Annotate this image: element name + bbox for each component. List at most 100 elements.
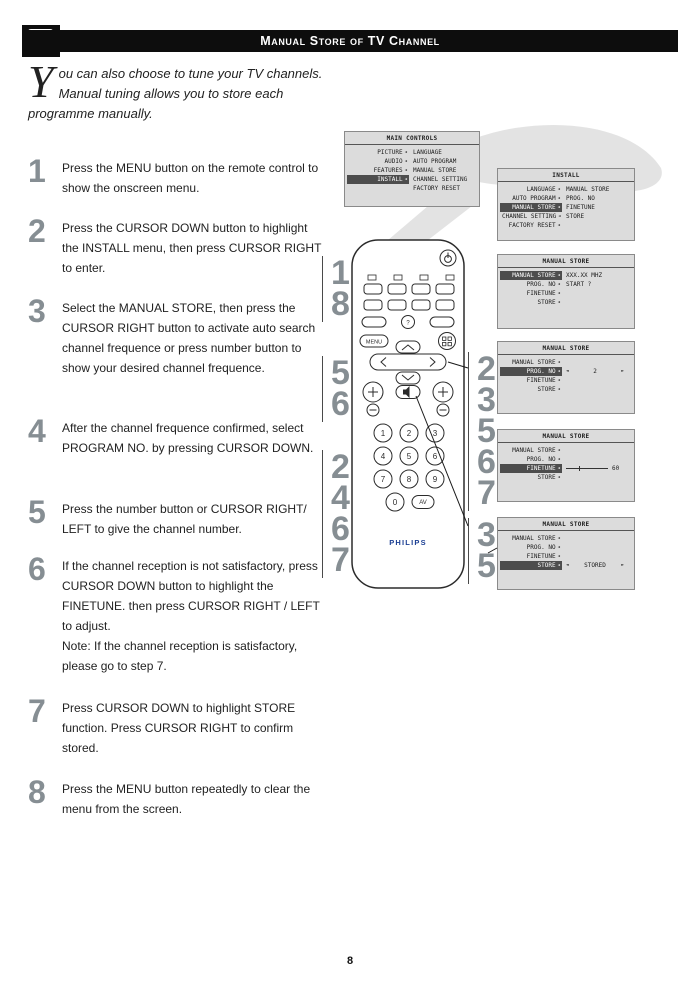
step-text-main: If the channel reception is not satisfac… [62, 559, 320, 633]
cursor-up-button [395, 340, 421, 354]
arrow-left-icon: ◄ [566, 369, 569, 374]
callout-digit: 7 [331, 541, 350, 579]
osd-manual-store-progno: MANUAL STORE MANUAL STORE PROG. NO FINET… [497, 341, 635, 414]
brand-logo: PHILIPS [389, 538, 427, 547]
page-number: 8 [346, 955, 354, 967]
digit-key-2: 2 [407, 429, 412, 438]
step-number: 6 [28, 551, 46, 587]
callout-digit: 1 [331, 254, 350, 292]
step-number: 5 [28, 494, 46, 530]
submenu-item: STORE [566, 213, 585, 220]
menu-item-highlighted: INSTALL [347, 175, 409, 184]
slider-value: 60 [612, 465, 620, 472]
menu-item: PROG. NO [500, 455, 562, 464]
menu-item: CHANNEL SETTING [500, 212, 562, 221]
callout-digit: 6 [477, 443, 496, 481]
osd-left-column: PICTURE AUDIO FEATURES INSTALL [347, 148, 409, 193]
callout-steps-5-6: 5 6 [322, 356, 350, 422]
menu-item: STORE [500, 298, 562, 307]
digit-key-7: 7 [381, 475, 386, 484]
function-keys-row-2 [363, 299, 455, 311]
menu-item: MANUAL STORE [500, 446, 562, 455]
callout-digit: 5 [331, 354, 350, 392]
step-text: Press CURSOR DOWN to highlight STORE fun… [62, 701, 296, 755]
submenu-item: AUTO PROGRAM [413, 158, 457, 165]
menu-item: FINETUNE [500, 376, 562, 385]
menu-item: FEATURES [347, 166, 409, 175]
menu-item: PROG. NO [500, 543, 562, 552]
digit-key-3: 3 [433, 429, 438, 438]
step-number: 3 [28, 293, 46, 329]
osd-left-column: MANUAL STORE PROG. NO FINETUNE STORE [500, 358, 562, 394]
volume-up-button [362, 381, 384, 403]
osd-left-column: MANUAL STORE PROG. NO FINETUNE STORE [500, 534, 562, 570]
menu-item: LANGUAGE [500, 185, 562, 194]
submenu-item: FACTORY RESET [413, 185, 460, 192]
callout-digit: 5 [477, 547, 496, 585]
prog-no-value: ◄ 2 ► [566, 367, 624, 376]
step-number: 7 [28, 693, 46, 729]
menu-item: PROG. NO [500, 280, 562, 289]
multiview-button [438, 332, 456, 350]
dropcap: Y [28, 56, 54, 107]
submenu-item: LANGUAGE [413, 149, 442, 156]
step-number: 1 [28, 153, 46, 189]
cursor-left-icon [380, 357, 387, 367]
menu-item: MANUAL STORE [500, 358, 562, 367]
osd-right-column: 60 [562, 446, 631, 482]
menu-item: STORE [500, 473, 562, 482]
step-text: If the channel reception is not satisfac… [62, 553, 324, 676]
slider-track [566, 466, 608, 471]
cursor-right-icon [429, 357, 436, 367]
menu-item: FACTORY RESET [500, 221, 562, 230]
osd-manual-store-finetune: MANUAL STORE MANUAL STORE PROG. NO FINET… [497, 429, 635, 502]
callout-digit: 5 [477, 412, 496, 450]
smart-keys-row: ? [361, 315, 455, 329]
step-4: 4 After the channel frequence confirmed,… [28, 414, 324, 458]
step-2: 2 Press the CURSOR DOWN button to highli… [28, 214, 324, 278]
finetune-slider: 60 [566, 464, 631, 473]
help-key-label: ? [406, 321, 410, 327]
page-title: Manual Store of TV Channel [260, 34, 440, 48]
arrow-right-icon: ► [621, 563, 624, 568]
osd-left-column: MANUAL STORE PROG. NO FINETUNE STORE [500, 446, 562, 482]
submenu-item: MANUAL STORE [566, 186, 610, 193]
callout-steps-3-5: 3 5 [468, 518, 496, 584]
start-prompt: START ? [566, 281, 592, 288]
callout-digit: 6 [331, 510, 350, 548]
osd-right-column: MANUAL STORE PROG. NO FINETUNE STORE [562, 185, 631, 230]
arrow-right-icon: ► [621, 369, 624, 374]
step-text: Press the MENU button repeatedly to clea… [62, 782, 311, 816]
step-text: Select the MANUAL STORE, then press the … [62, 301, 316, 375]
step-3: 3 Select the MANUAL STORE, then press th… [28, 293, 324, 378]
menu-item: AUDIO [347, 157, 409, 166]
submenu-item: MANUAL STORE [413, 167, 457, 174]
function-keys-row-1 [363, 283, 455, 295]
callout-steps-2-3-5-6-7: 2 3 5 6 7 [468, 352, 496, 511]
step-1: 1 Press the MENU button on the remote co… [28, 153, 324, 198]
callout-digit: 8 [331, 285, 350, 323]
osd-right-column: LANGUAGE AUTO PROGRAM MANUAL STORE CHANN… [409, 148, 476, 193]
step-5: 5 Press the number button or CURSOR RIGH… [28, 494, 324, 539]
submenu-item: FINETUNE [566, 204, 595, 211]
menu-item: AUTO PROGRAM [500, 194, 562, 203]
osd-title: MANUAL STORE [498, 342, 634, 355]
osd-title: INSTALL [498, 169, 634, 182]
callout-digit: 6 [331, 385, 350, 423]
digit-key-1: 1 [381, 429, 386, 438]
callout-digit: 2 [331, 448, 350, 486]
stored-value: ◄ STORED ► [566, 561, 624, 570]
step-number: 8 [28, 774, 46, 810]
step-text: Press the number button or CURSOR RIGHT/… [62, 502, 307, 536]
av-button: AV [411, 495, 435, 509]
callout-digit: 2 [477, 350, 496, 388]
frequency-readout: XXX.XX MHZ [566, 272, 603, 279]
step-text: Press the CURSOR DOWN button to highligh… [62, 221, 322, 275]
menu-item-highlighted: MANUAL STORE [500, 203, 562, 212]
slider-tick [578, 466, 580, 471]
digit-key-5: 5 [407, 452, 412, 461]
menu-button-label: MENU [366, 340, 382, 346]
submenu-item: PROG. NO [566, 195, 595, 202]
